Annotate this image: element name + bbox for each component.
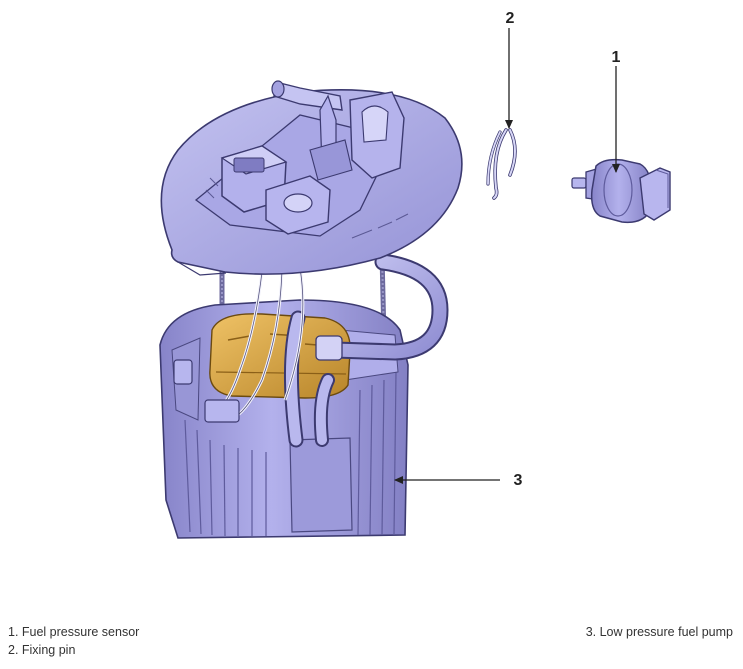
callout-leaders	[394, 28, 620, 484]
legend-right-column: 3. Low pressure fuel pump	[586, 623, 733, 641]
callout-number-2: 2	[506, 10, 515, 27]
fuel-pressure-sensor	[571, 158, 671, 224]
legend-item-low-pressure-fuel-pump: 3. Low pressure fuel pump	[585, 625, 733, 639]
pump-filter-module	[209, 313, 351, 399]
fuel-pump-assembly-diagram: 1 2 3	[159, 10, 671, 539]
legend-item-fuel-pressure-sensor: 1. Fuel pressure sensor	[8, 625, 140, 639]
callout-number-1: 1	[612, 49, 621, 66]
low-pressure-fuel-pump	[159, 253, 449, 539]
callout-number-3: 3	[514, 472, 523, 489]
fixing-pin	[486, 128, 517, 200]
sensor-connector	[639, 167, 671, 221]
legend-item-fixing-pin: 2. Fixing pin	[8, 643, 76, 657]
legend-left-column: 1. Fuel pressure sensor 2. Fixing pin	[8, 623, 139, 659]
reservoir-ribs	[184, 371, 397, 537]
pump-top-flange	[160, 80, 463, 276]
